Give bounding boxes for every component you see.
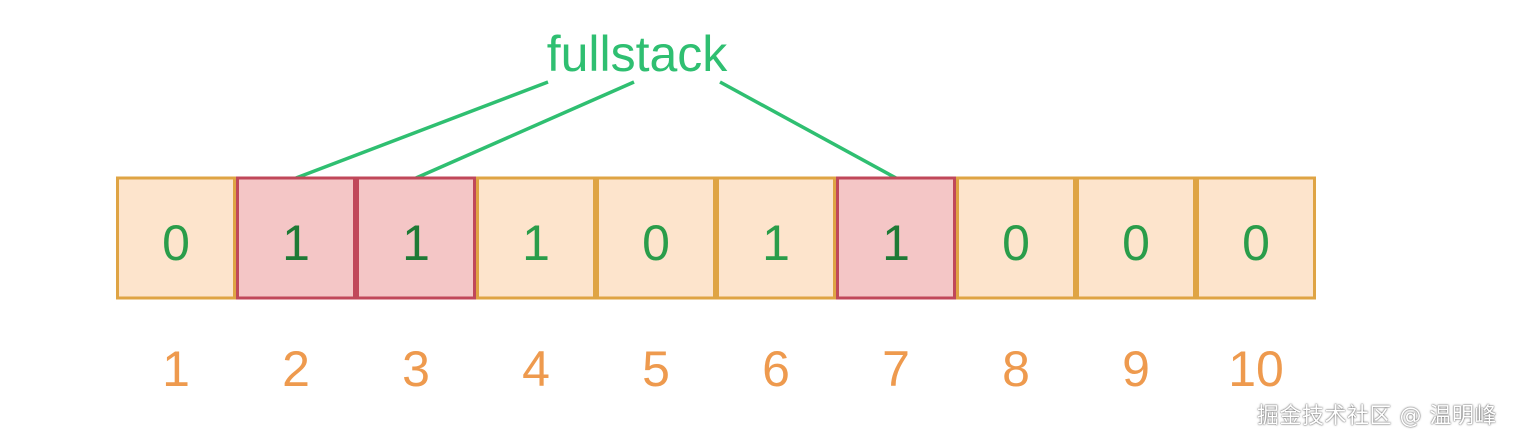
bit-cell-highlighted: 1: [356, 176, 476, 300]
bit-cell: 1: [716, 176, 836, 300]
bit-cell: 0: [116, 176, 236, 300]
index-row: 1 2 3 4 5 6 7 8 9 10: [162, 341, 1284, 397]
bit-value: 1: [402, 215, 430, 271]
bit-value: 0: [1242, 215, 1270, 271]
cell-box: [476, 176, 596, 300]
bit-cell: 0: [1076, 176, 1196, 300]
index-label: 2: [282, 341, 310, 397]
bit-cell: 1: [476, 176, 596, 300]
bit-cell: 0: [1196, 176, 1316, 300]
index-label: 5: [642, 341, 670, 397]
bit-array: 0 1 0 1 0 0 0 1 1 1: [116, 176, 1316, 300]
index-label: 7: [882, 341, 910, 397]
connector-line: [719, 80, 897, 180]
cell-box: [1196, 176, 1316, 300]
bit-cell: 0: [596, 176, 716, 300]
connector-line: [295, 80, 549, 180]
bit-cell-highlighted: 1: [236, 176, 356, 300]
connector-lines: [295, 80, 897, 180]
bit-value: 0: [162, 215, 190, 271]
cell-box: [716, 176, 836, 300]
bit-value: 1: [282, 215, 310, 271]
hash-key-label: fullstack: [547, 26, 729, 82]
cell-box: [1076, 176, 1196, 300]
index-label: 10: [1228, 341, 1284, 397]
cell-box: [956, 176, 1076, 300]
index-label: 3: [402, 341, 430, 397]
index-label: 6: [762, 341, 790, 397]
bit-value: 1: [762, 215, 790, 271]
cell-box: [836, 176, 956, 300]
cell-box: [596, 176, 716, 300]
index-label: 8: [1002, 341, 1030, 397]
watermark: 掘金技术社区 @ 温明峰: [1257, 404, 1497, 429]
bit-value: 1: [522, 215, 550, 271]
bit-value: 1: [882, 215, 910, 271]
cell-box: [236, 176, 356, 300]
bit-cell-highlighted: 1: [836, 176, 956, 300]
bit-value: 0: [1002, 215, 1030, 271]
index-label: 9: [1122, 341, 1150, 397]
bit-cell: 0: [956, 176, 1076, 300]
bit-value: 0: [1122, 215, 1150, 271]
cell-box: [356, 176, 476, 300]
cell-box: [116, 176, 236, 300]
connector-line: [415, 80, 635, 180]
bit-value: 0: [642, 215, 670, 271]
index-label: 1: [162, 341, 190, 397]
index-label: 4: [522, 341, 550, 397]
